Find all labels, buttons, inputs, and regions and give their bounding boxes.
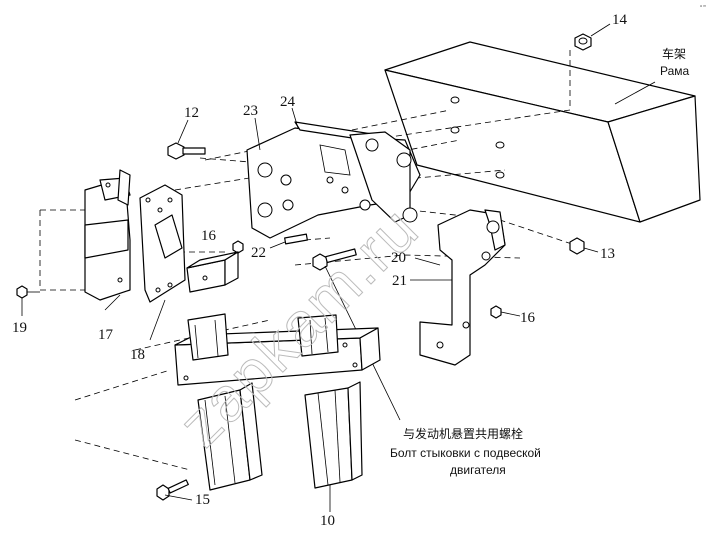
bolt-19 (16, 285, 40, 316)
note-line-cn: 与发动机悬置共用螺栓 (403, 426, 523, 441)
callout-22: 22 (251, 245, 266, 261)
callout-14: 14 (612, 12, 628, 28)
callout-18: 18 (130, 347, 145, 363)
callout-12: 12 (184, 105, 199, 121)
hanging-arm-21 (410, 209, 506, 366)
nut-16-left (232, 240, 244, 254)
bolt-22 (269, 233, 308, 249)
mount-bracket-23-24 (246, 107, 421, 239)
note-line-ru-2: двигателя (450, 463, 506, 477)
callout-21: 21 (392, 273, 407, 289)
bolt-12 (167, 119, 206, 160)
nut-14 (574, 23, 611, 51)
nut-16-right (490, 305, 521, 319)
corner-mark: ᵃ ᵐ (700, 4, 706, 10)
callout-15: 15 (195, 492, 210, 508)
callout-23: 23 (243, 103, 258, 119)
bracket-17 (84, 169, 131, 311)
nut-13 (569, 237, 599, 255)
bolt-15 (156, 479, 193, 501)
frame-rail (384, 41, 701, 223)
note-line-ru-1: Болт стыковки с подвеской (390, 446, 541, 460)
callout-16-left: 16 (201, 228, 217, 244)
callout-13: 13 (600, 246, 615, 262)
crossmember-10 (174, 313, 381, 512)
callout-10: 10 (320, 513, 335, 529)
callout-20: 20 (391, 250, 406, 266)
callout-16-right: 16 (520, 310, 536, 326)
box-spacer (186, 251, 239, 293)
frame-label-cn: 车架 (662, 46, 686, 61)
callout-19: 19 (12, 320, 27, 336)
callout-24: 24 (280, 94, 296, 110)
plate-18 (139, 184, 186, 341)
frame-label-ru: Рама (660, 64, 690, 78)
callout-17: 17 (98, 327, 114, 343)
